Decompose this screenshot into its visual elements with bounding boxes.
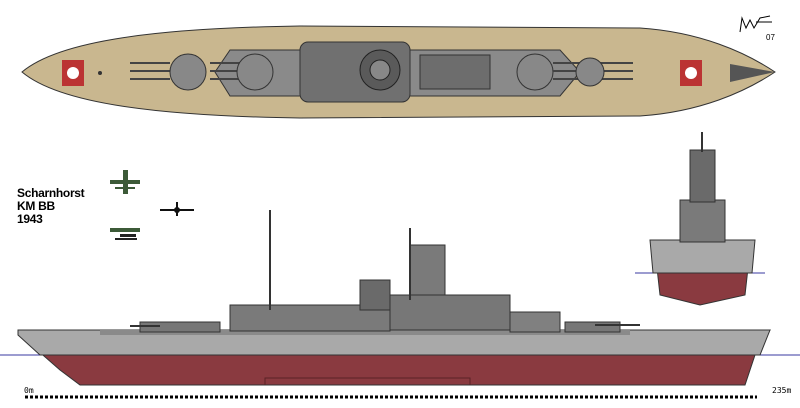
turret-caesar	[516, 53, 633, 91]
front-view	[635, 132, 765, 306]
turret-anton	[130, 53, 207, 91]
aircraft-top	[110, 170, 140, 194]
turret-bruno	[210, 53, 274, 91]
aircraft-front	[160, 202, 194, 216]
year-label: 1943	[17, 212, 43, 226]
scale-end-label: 235m	[772, 386, 792, 395]
scale-start-label: 0m	[24, 386, 34, 395]
classification-label: KM BB	[17, 199, 55, 213]
signature-year: 07	[766, 33, 775, 42]
artist-signature	[739, 15, 772, 33]
top-view	[21, 25, 776, 119]
aircraft-side	[110, 228, 140, 240]
ship-name-label: Scharnhorst	[17, 186, 85, 200]
side-view	[0, 210, 800, 386]
